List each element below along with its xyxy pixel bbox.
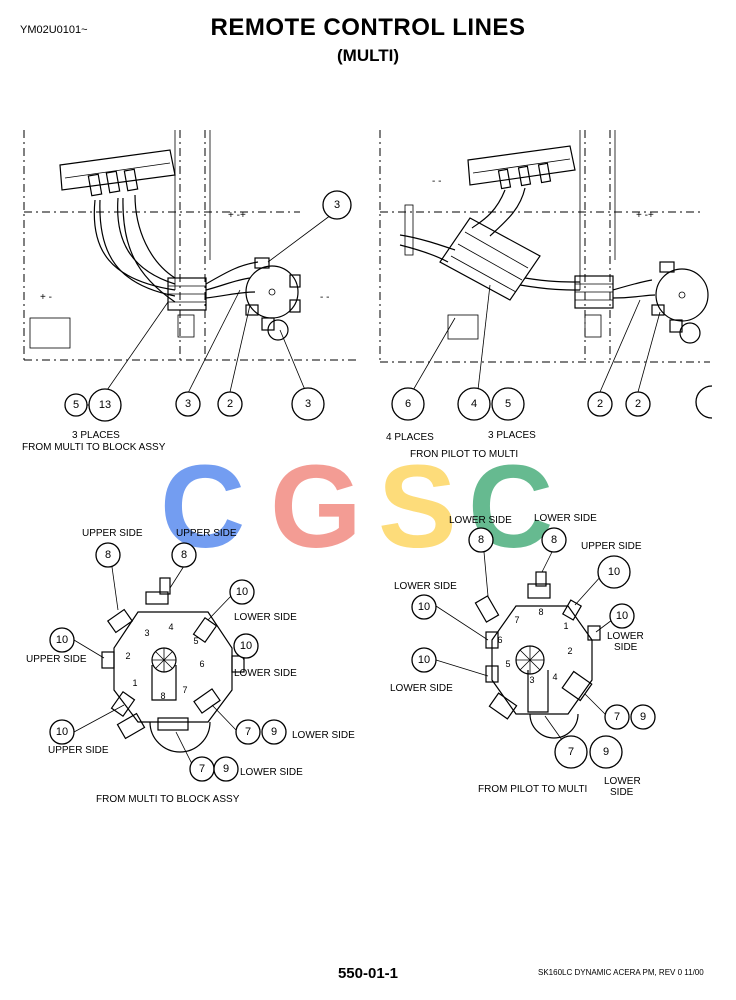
page-code: YM02U0101~	[20, 24, 88, 36]
svg-text:3: 3	[529, 675, 534, 685]
label-lower-side: LOWER SIDE	[234, 612, 297, 623]
svg-text:2: 2	[125, 651, 130, 661]
callout-5: 5	[505, 398, 511, 410]
bottom-right-callouts: 8 8 10 10 10 10 7 9 7 9	[411, 527, 656, 769]
label-upper-side: UPPER SIDE	[26, 654, 87, 665]
callout-9: 9	[640, 711, 646, 723]
page-title: REMOTE CONTROL LINES	[210, 14, 526, 41]
svg-text:8: 8	[160, 691, 165, 701]
callout-13: 13	[99, 399, 111, 411]
callout-3: 3	[305, 398, 311, 410]
callout-7: 7	[245, 726, 251, 738]
svg-text:8: 8	[538, 607, 543, 617]
callout-10: 10	[418, 601, 430, 613]
callout-8: 8	[181, 549, 187, 561]
bottom-left-valve: 4 3 2 1 5 6 7 8	[73, 565, 245, 769]
label-lower: LOWER	[607, 631, 644, 642]
doc-info: SK160LC DYNAMIC ACERA PM, REV 0 11/00	[538, 968, 704, 977]
callout-7: 7	[568, 746, 574, 758]
top-right-callouts: 6 4 5 2 2	[391, 385, 713, 421]
svg-text:6: 6	[497, 635, 502, 645]
label-lower-side: LOWER SIDE	[390, 683, 453, 694]
note-from-multi: FROM MULTI TO BLOCK ASSY	[22, 442, 166, 453]
svg-text:4: 4	[552, 672, 557, 682]
top-left-assembly: + - + -+ - -	[23, 130, 360, 406]
svg-text:+ -: + -	[40, 292, 52, 303]
label-lower-side: LOWER SIDE	[449, 515, 512, 526]
label-lower-side: LOWER SIDE	[240, 767, 303, 778]
callout-10: 10	[608, 566, 620, 578]
watermark-letter: S	[378, 441, 457, 573]
callout-2: 2	[597, 398, 603, 410]
top-left-callouts: 5 13 3 2 3 3	[64, 190, 352, 422]
note-from-pilot: FRON PILOT TO MULTI	[410, 449, 519, 460]
label-upper-side: UPPER SIDE	[581, 541, 642, 552]
caption-from-pilot: FROM PILOT TO MULTI	[478, 784, 588, 795]
svg-text:- -: - -	[432, 176, 441, 187]
callout-3: 3	[185, 398, 191, 410]
callout-8: 8	[105, 549, 111, 561]
watermark-letter: G	[270, 441, 362, 573]
svg-text:+ -+: + -+	[636, 210, 654, 221]
page-subtitle: (MULTI)	[337, 46, 399, 65]
callout-6: 6	[405, 398, 411, 410]
label-lower-side: LOWER SIDE	[292, 730, 355, 741]
watermark-letter: C	[468, 441, 553, 573]
label-lower-side: LOWER SIDE	[394, 581, 457, 592]
svg-text:5: 5	[193, 636, 198, 646]
svg-text:6: 6	[199, 659, 204, 669]
callout-9: 9	[271, 726, 277, 738]
callout-10: 10	[616, 610, 628, 622]
note-3-places: 3 PLACES	[488, 430, 536, 441]
svg-text:3: 3	[144, 628, 149, 638]
label-lower-side: LOWER SIDE	[234, 668, 297, 679]
page-number: 550-01-1	[337, 965, 399, 982]
callout-7: 7	[199, 763, 205, 775]
svg-text:+ -+: + -+	[228, 210, 246, 221]
callout-7: 7	[614, 711, 620, 723]
label-upper-side: UPPER SIDE	[48, 745, 109, 756]
bottom-left-callouts: 8 8 10 10 10 10 7 9 7 9	[49, 542, 287, 782]
label-upper-side: UPPER SIDE	[82, 528, 143, 539]
callout-8: 8	[551, 534, 557, 546]
callout-5: 5	[73, 399, 79, 411]
callout-9: 9	[603, 746, 609, 758]
callout-9: 9	[223, 763, 229, 775]
callout-3: 3	[334, 199, 340, 211]
callout-10: 10	[56, 726, 68, 738]
callout-10: 10	[418, 654, 430, 666]
callout-8: 8	[478, 534, 484, 546]
label-lower-side: LOWER SIDE	[534, 513, 597, 524]
svg-text:2: 2	[567, 646, 572, 656]
top-right-assembly: + -+ - -	[379, 130, 710, 393]
callout-2: 2	[635, 398, 641, 410]
callout-10: 10	[240, 640, 252, 652]
callout-10: 10	[56, 634, 68, 646]
caption-from-multi: FROM MULTI TO BLOCK ASSY	[96, 794, 240, 805]
svg-text:1: 1	[563, 621, 568, 631]
svg-text:- -: - -	[320, 292, 329, 303]
svg-text:4: 4	[168, 622, 173, 632]
bottom-right-valve: 8 1 7 6 2 5 3 4	[435, 551, 613, 741]
label-lower: LOWER	[604, 776, 641, 787]
label-upper-side: UPPER SIDE	[176, 528, 237, 539]
callout-2: 2	[227, 398, 233, 410]
callout-10: 10	[236, 586, 248, 598]
note-3-places: 3 PLACES	[72, 430, 120, 441]
label-side: SIDE	[610, 787, 634, 798]
label-side: SIDE	[614, 642, 638, 653]
svg-text:7: 7	[182, 685, 187, 695]
svg-text:5: 5	[505, 659, 510, 669]
watermark-logo: C G S C	[160, 441, 553, 573]
svg-text:7: 7	[514, 615, 519, 625]
callout-4: 4	[471, 398, 477, 410]
note-4-places: 4 PLACES	[386, 432, 434, 443]
svg-text:1: 1	[132, 678, 137, 688]
